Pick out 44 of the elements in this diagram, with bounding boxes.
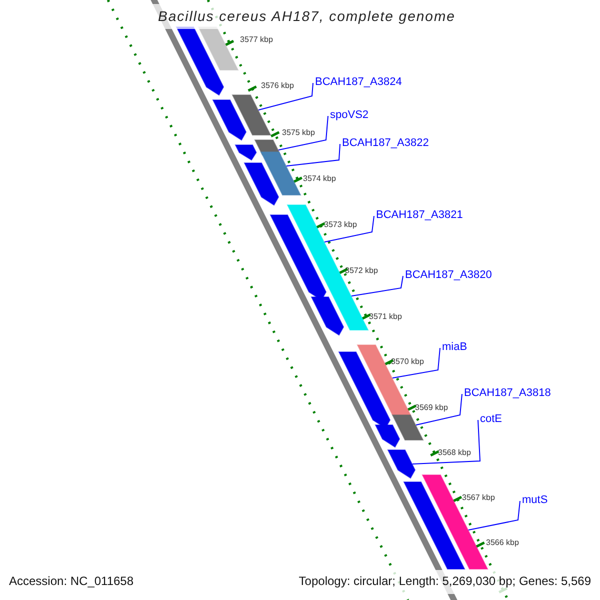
gene-feature: [374, 424, 400, 448]
scale-label: 3572 kbp: [345, 266, 378, 276]
gene-feature: [244, 162, 280, 206]
gene-label: spoVS2: [330, 109, 369, 122]
gene-label: miaB: [442, 341, 468, 354]
leader-line: [468, 500, 520, 530]
scale-label: 3571 kbp: [369, 312, 402, 322]
scale-label: 3576 kbp: [261, 81, 294, 91]
scale-label: 3566 kbp: [486, 538, 519, 548]
scale-label: 3574 kbp: [303, 174, 336, 184]
gene-label: cotE: [480, 413, 502, 426]
footer-text: Accession: NC_011658: [9, 574, 134, 588]
gene-feature: [310, 296, 344, 336]
gene-label: BCAH187_A3820: [405, 269, 492, 282]
footer-text: Topology: circular; Length: 5,269,030 bp; Genes: 5,569: [298, 574, 591, 588]
gene-feature: [212, 100, 247, 141]
gene-feature: [232, 94, 272, 136]
leader-line: [392, 348, 440, 378]
gene-feature: [234, 144, 257, 161]
gene-label: BCAH187_A3824: [315, 76, 402, 89]
gene-feature: [387, 450, 416, 479]
scale-label: 3567 kbp: [462, 493, 495, 503]
leader-line: [324, 216, 374, 242]
gene-label: BCAH187_A3818: [464, 387, 551, 400]
scale-label: 3570 kbp: [391, 357, 424, 367]
leader-line: [258, 82, 314, 110]
scale-label: 3573 kbp: [324, 220, 357, 230]
scale-label: 3575 kbp: [282, 128, 315, 138]
gene-feature: [260, 152, 302, 196]
gene-feature: [198, 26, 239, 70]
gene-label: mutS: [522, 494, 548, 507]
gene-feature: [176, 26, 224, 96]
gene-feature: [392, 414, 424, 440]
leader-line: [278, 116, 328, 150]
scale-label: 3577 kbp: [240, 35, 273, 45]
gene-label: BCAH187_A3821: [376, 209, 463, 222]
scale-label: 3569 kbp: [415, 403, 448, 413]
leader-line: [412, 420, 481, 464]
gene-feature: [356, 344, 412, 416]
leader-line: [416, 394, 462, 426]
scale-label: 3568 kbp: [438, 448, 471, 458]
leader-line: [351, 276, 404, 296]
leader-line: [286, 144, 340, 166]
gene-label: BCAH187_A3822: [342, 137, 429, 150]
